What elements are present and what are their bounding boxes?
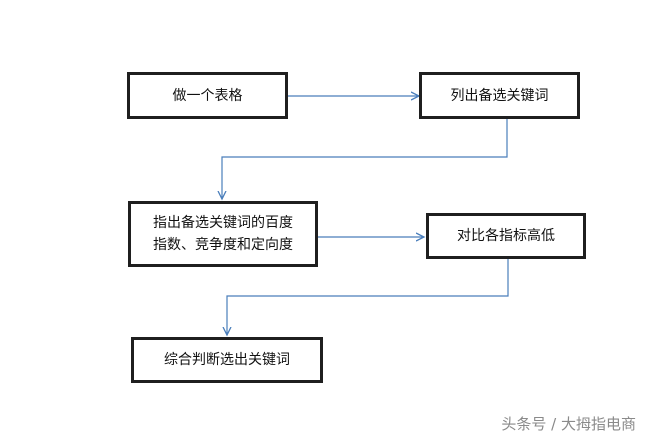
flow-node-note-metrics: 指出备选关键词的百度 指数、竞争度和定向度 — [128, 201, 318, 267]
flow-node-label: 做一个表格 — [172, 87, 243, 104]
flow-node-list-keywords: 列出备选关键词 — [419, 72, 580, 119]
flow-node-make-table: 做一个表格 — [127, 72, 288, 119]
flow-node-compare-metrics: 对比各指标高低 — [426, 213, 586, 259]
flow-node-label: 对比各指标高低 — [457, 228, 555, 244]
arrow-n2-to-n3 — [222, 119, 508, 199]
flow-node-label: 综合判断选出关键词 — [164, 352, 290, 368]
flow-node-label: 指出备选关键词的百度 指数、竞争度和定向度 — [153, 215, 293, 253]
flow-node-select-keywords: 综合判断选出关键词 — [131, 337, 323, 383]
arrow-n4-to-n5 — [227, 259, 509, 335]
watermark-text: 头条号 / 大拇指电商 — [501, 415, 636, 433]
flow-node-label: 列出备选关键词 — [450, 87, 549, 104]
